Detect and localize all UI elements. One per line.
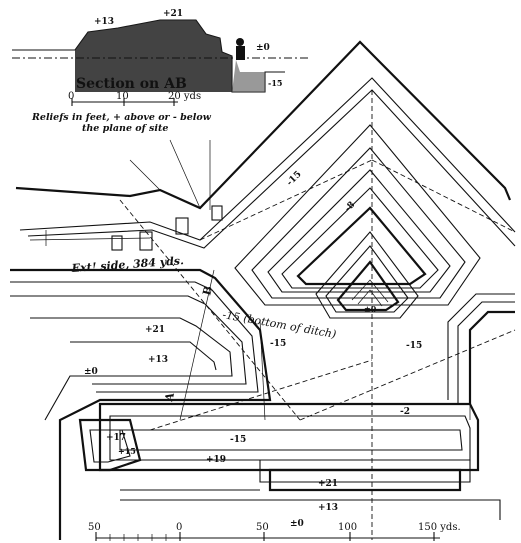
main-scale-100: 100: [338, 522, 357, 533]
section-elev-plus13: +13: [94, 17, 114, 27]
section-scale-0: 0: [68, 91, 74, 102]
relief-plus13-mid: +13: [148, 355, 168, 365]
relief-plus21-bottom: +21: [318, 479, 338, 489]
relief-minus2: -2: [400, 407, 410, 417]
reliefs-note-line2: the plane of site: [82, 123, 168, 134]
point-a-label: A: [162, 391, 177, 404]
main-scale-50-left: 50: [88, 522, 101, 533]
section-title: Section on AB: [76, 76, 187, 92]
main-scale-0: 0: [176, 522, 182, 533]
main-scale-bar: 50 0 50 100 150 yds.: [88, 522, 461, 541]
relief-plus13-bottom: +13: [318, 503, 338, 513]
relief-zero-point: ±0: [364, 304, 377, 314]
main-scale-150: 150 yds.: [418, 522, 461, 533]
section-scale-10: 10: [116, 91, 129, 102]
section-elev-plus21: +21: [163, 9, 183, 19]
ext-side-label: Ext! side, 384 yds.: [70, 254, 184, 275]
point-b-label: B: [200, 285, 215, 297]
bottom-of-ditch-label: -15 (bottom of ditch): [221, 308, 337, 341]
relief-minus15-bastion: -15: [285, 170, 304, 189]
relief-zero-bottom: ±0: [290, 519, 304, 529]
main-scale-50: 50: [256, 522, 269, 533]
relief-plus17: +17: [106, 433, 126, 443]
section-profile: +13 +21 ±0 -15 Section on AB 0 10 20 yds…: [12, 9, 310, 134]
section-elev-zero: ±0: [256, 43, 270, 53]
relief-zero-left: ±0: [84, 367, 98, 377]
relief-plus15: +15: [118, 446, 136, 456]
relief-minus15-mid: -15: [270, 339, 286, 349]
section-elev-minus15: -15: [268, 78, 282, 88]
bastion-outworks: [10, 40, 516, 540]
reliefs-note-line1: Reliefs in feet, + above or - below: [31, 112, 212, 123]
relief-minus15-left: -15: [230, 435, 246, 445]
relief-plus21-top: +21: [145, 325, 165, 335]
section-scale-20: 20 yds: [168, 91, 201, 102]
relief-plus19: +19: [206, 455, 226, 465]
relief-minus15-right: -15: [406, 341, 422, 351]
